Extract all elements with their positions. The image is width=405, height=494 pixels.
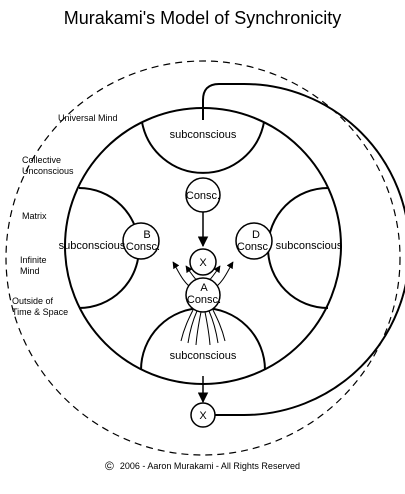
node-a [185, 277, 221, 313]
consc-node-top [185, 177, 221, 213]
streams-into-a [180, 309, 226, 346]
node-a-letter: A [200, 282, 208, 294]
node-d [235, 222, 273, 260]
label-collective-line1: Collective [22, 155, 62, 165]
consc-label-top: Consc. [186, 190, 220, 202]
copyright-icon: © [105, 459, 114, 473]
label-collective-line2: Unconscious [22, 166, 74, 176]
label-infinite-line2: Mind [20, 266, 40, 276]
label-outside-line1: Outside of [12, 296, 54, 306]
node-b [122, 222, 160, 260]
diagram-title: Murakami's Model of Synchronicity [63, 8, 342, 28]
label-infinite-line1: Infinite [20, 255, 47, 265]
label-outside-line2: Time & Space [12, 307, 69, 317]
outer-dashed-circle [5, 60, 401, 456]
subconscious-label-bottom: subconscious [170, 350, 237, 362]
node-b-consc: Consc. [126, 241, 160, 253]
subconscious-lobe-top [141, 121, 265, 174]
subconscious-label-left: subconscious [59, 240, 126, 252]
subconscious-label-top: subconscious [170, 129, 237, 141]
node-a-consc: Consc. [187, 294, 221, 306]
node-d-consc: Consc. [237, 241, 271, 253]
copyright-text: 2006 - Aaron Murakami - All Rights Reser… [119, 461, 300, 471]
label-universal-mind: Universal Mind [58, 113, 118, 123]
feedback-loop [202, 83, 405, 416]
subconscious-label-right: subconscious [276, 240, 343, 252]
node-b-letter: B [143, 229, 150, 241]
x-node-upper [189, 248, 217, 276]
node-d-letter: D [252, 229, 260, 241]
x-label-lower: X [199, 410, 207, 422]
copyright-line: © 2006 - Aaron Murakami - All Rights Rese… [0, 459, 405, 473]
x-node-lower [190, 402, 216, 428]
x-label-upper: X [199, 257, 207, 269]
label-matrix: Matrix [22, 211, 47, 221]
